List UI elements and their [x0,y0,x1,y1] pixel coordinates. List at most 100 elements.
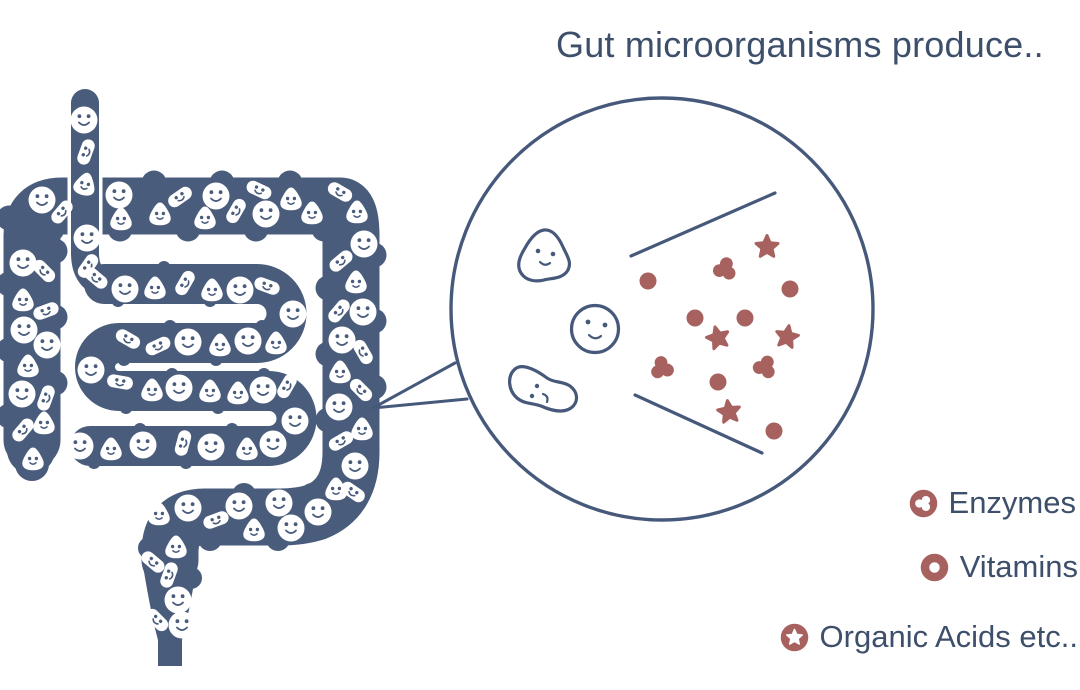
intestine-bump [255,320,269,333]
intestine-bump [277,170,303,196]
microbe-body [508,365,579,413]
vitamin-dot [765,422,783,440]
large-intestine [0,170,387,666]
vitamin-dot [781,280,799,298]
enzyme-core [759,361,771,373]
intestine-bump [0,271,22,297]
magnifier-tail-edge [371,361,457,410]
vitamin-particle-icon [709,373,727,391]
magnifier-circle [449,96,875,522]
intestine-bump [0,337,22,363]
smiley-microbe-icon [76,355,106,385]
smiley-microbe-icon [264,488,294,518]
smiley-microbe-icon [201,181,231,211]
smiley-microbe-icon [251,199,281,229]
vitamin-dot [736,309,754,327]
smiley-microbe-icon [278,299,308,329]
smiley-microbe-icon [128,430,158,460]
bean-microbe-icon [508,365,579,413]
smiley-microbe-icon [167,610,197,640]
smiley-microbe-icon [280,406,310,436]
smiley-microbe-icon [248,375,278,405]
intestine-bump [180,567,202,589]
organic-acid-particle-icon [716,399,741,424]
beam-line-top [629,191,777,258]
smiley-microbe-icon [72,223,102,253]
organic-acid-star [775,324,800,349]
microbe-smile [587,333,603,340]
intestine-bump [198,527,222,551]
intestine-bump [119,401,133,414]
intestine-bump [175,216,201,242]
vitamin-particle-icon [736,309,754,327]
microbe-smile [538,260,552,266]
enzyme-particle-icon [712,257,736,280]
vitamin-dot [639,272,657,290]
microbe-eye [585,319,591,325]
smiley-microbe-icon [69,105,99,135]
organic-acid-star [705,325,730,351]
smiley-microbe-icon [196,432,226,462]
microbe-eye [550,251,556,257]
enzyme-particle-icon [651,356,674,379]
smiley-microbe-icon [348,297,378,327]
enzyme-core [719,263,731,275]
organic-acid-particle-icon [775,324,800,349]
smiley-microbe-icon [110,274,140,304]
intestine-bump [141,170,167,196]
vitamin-particle-icon [781,280,799,298]
smiley-microbe-icon [324,392,354,422]
vitamin-dot [686,309,704,327]
microbe-body [569,303,621,355]
intestine-bump [117,353,131,366]
smiley-microbe-icon [225,275,255,305]
microbe-eye [535,248,541,254]
smiley-microbe-icon [104,180,134,210]
intestine-bump [315,275,341,301]
organic-acid-particle-icon [754,234,780,258]
microbe-eye [534,383,540,389]
smiley-microbe-icon [224,491,254,521]
vitamin-particle-icon [765,422,783,440]
enzyme-core [656,362,668,374]
vitamin-particle-icon [686,309,704,327]
smiley-microbe-icon [7,379,37,409]
magnifier-bubble [371,96,875,522]
smiley-microbe-icon [303,497,333,527]
smiley-microbe-icon [164,373,194,403]
intestine-bump [163,320,177,333]
smiley-microbe-icon [163,585,193,615]
vitamin-particle-icon [639,272,657,290]
smiley-microbe-icon [173,327,203,357]
organic-acid-particle-icon [705,325,730,351]
beam-line-bottom [633,393,764,455]
organic-acid-star [754,234,780,258]
smiley-microbe-icon [8,248,38,278]
smiley-microbe-icon [276,513,306,543]
smiley-microbe-icon [9,315,39,345]
page-title: Gut microorganisms produce.. [556,24,1044,65]
intestine-bump [211,401,225,414]
smiley-microbe-icon [340,451,370,481]
smiley-microbe-icon [32,330,62,360]
smiley-microbe-icon [233,326,263,356]
intestine-bump [157,261,171,274]
smiley-microbe-icon [173,493,203,523]
intestine-bump [42,238,68,264]
vitamin-dot [709,373,727,391]
smiley-microbe-icon [27,185,57,215]
smiley-microbe-icon [349,229,379,259]
microbe-eye [602,322,608,328]
intestine-bump [0,205,22,231]
magnifier-tail-edge [371,397,469,410]
organic-acid-star [716,399,741,424]
microbe-smile [541,392,549,404]
intestine-bump [179,456,193,469]
intestine-bump [0,403,22,429]
intestine-bump [225,423,239,436]
smiley-microbe-icon [327,325,357,355]
intestine-bump [87,456,101,469]
smiley-microbe-icon [65,431,95,461]
